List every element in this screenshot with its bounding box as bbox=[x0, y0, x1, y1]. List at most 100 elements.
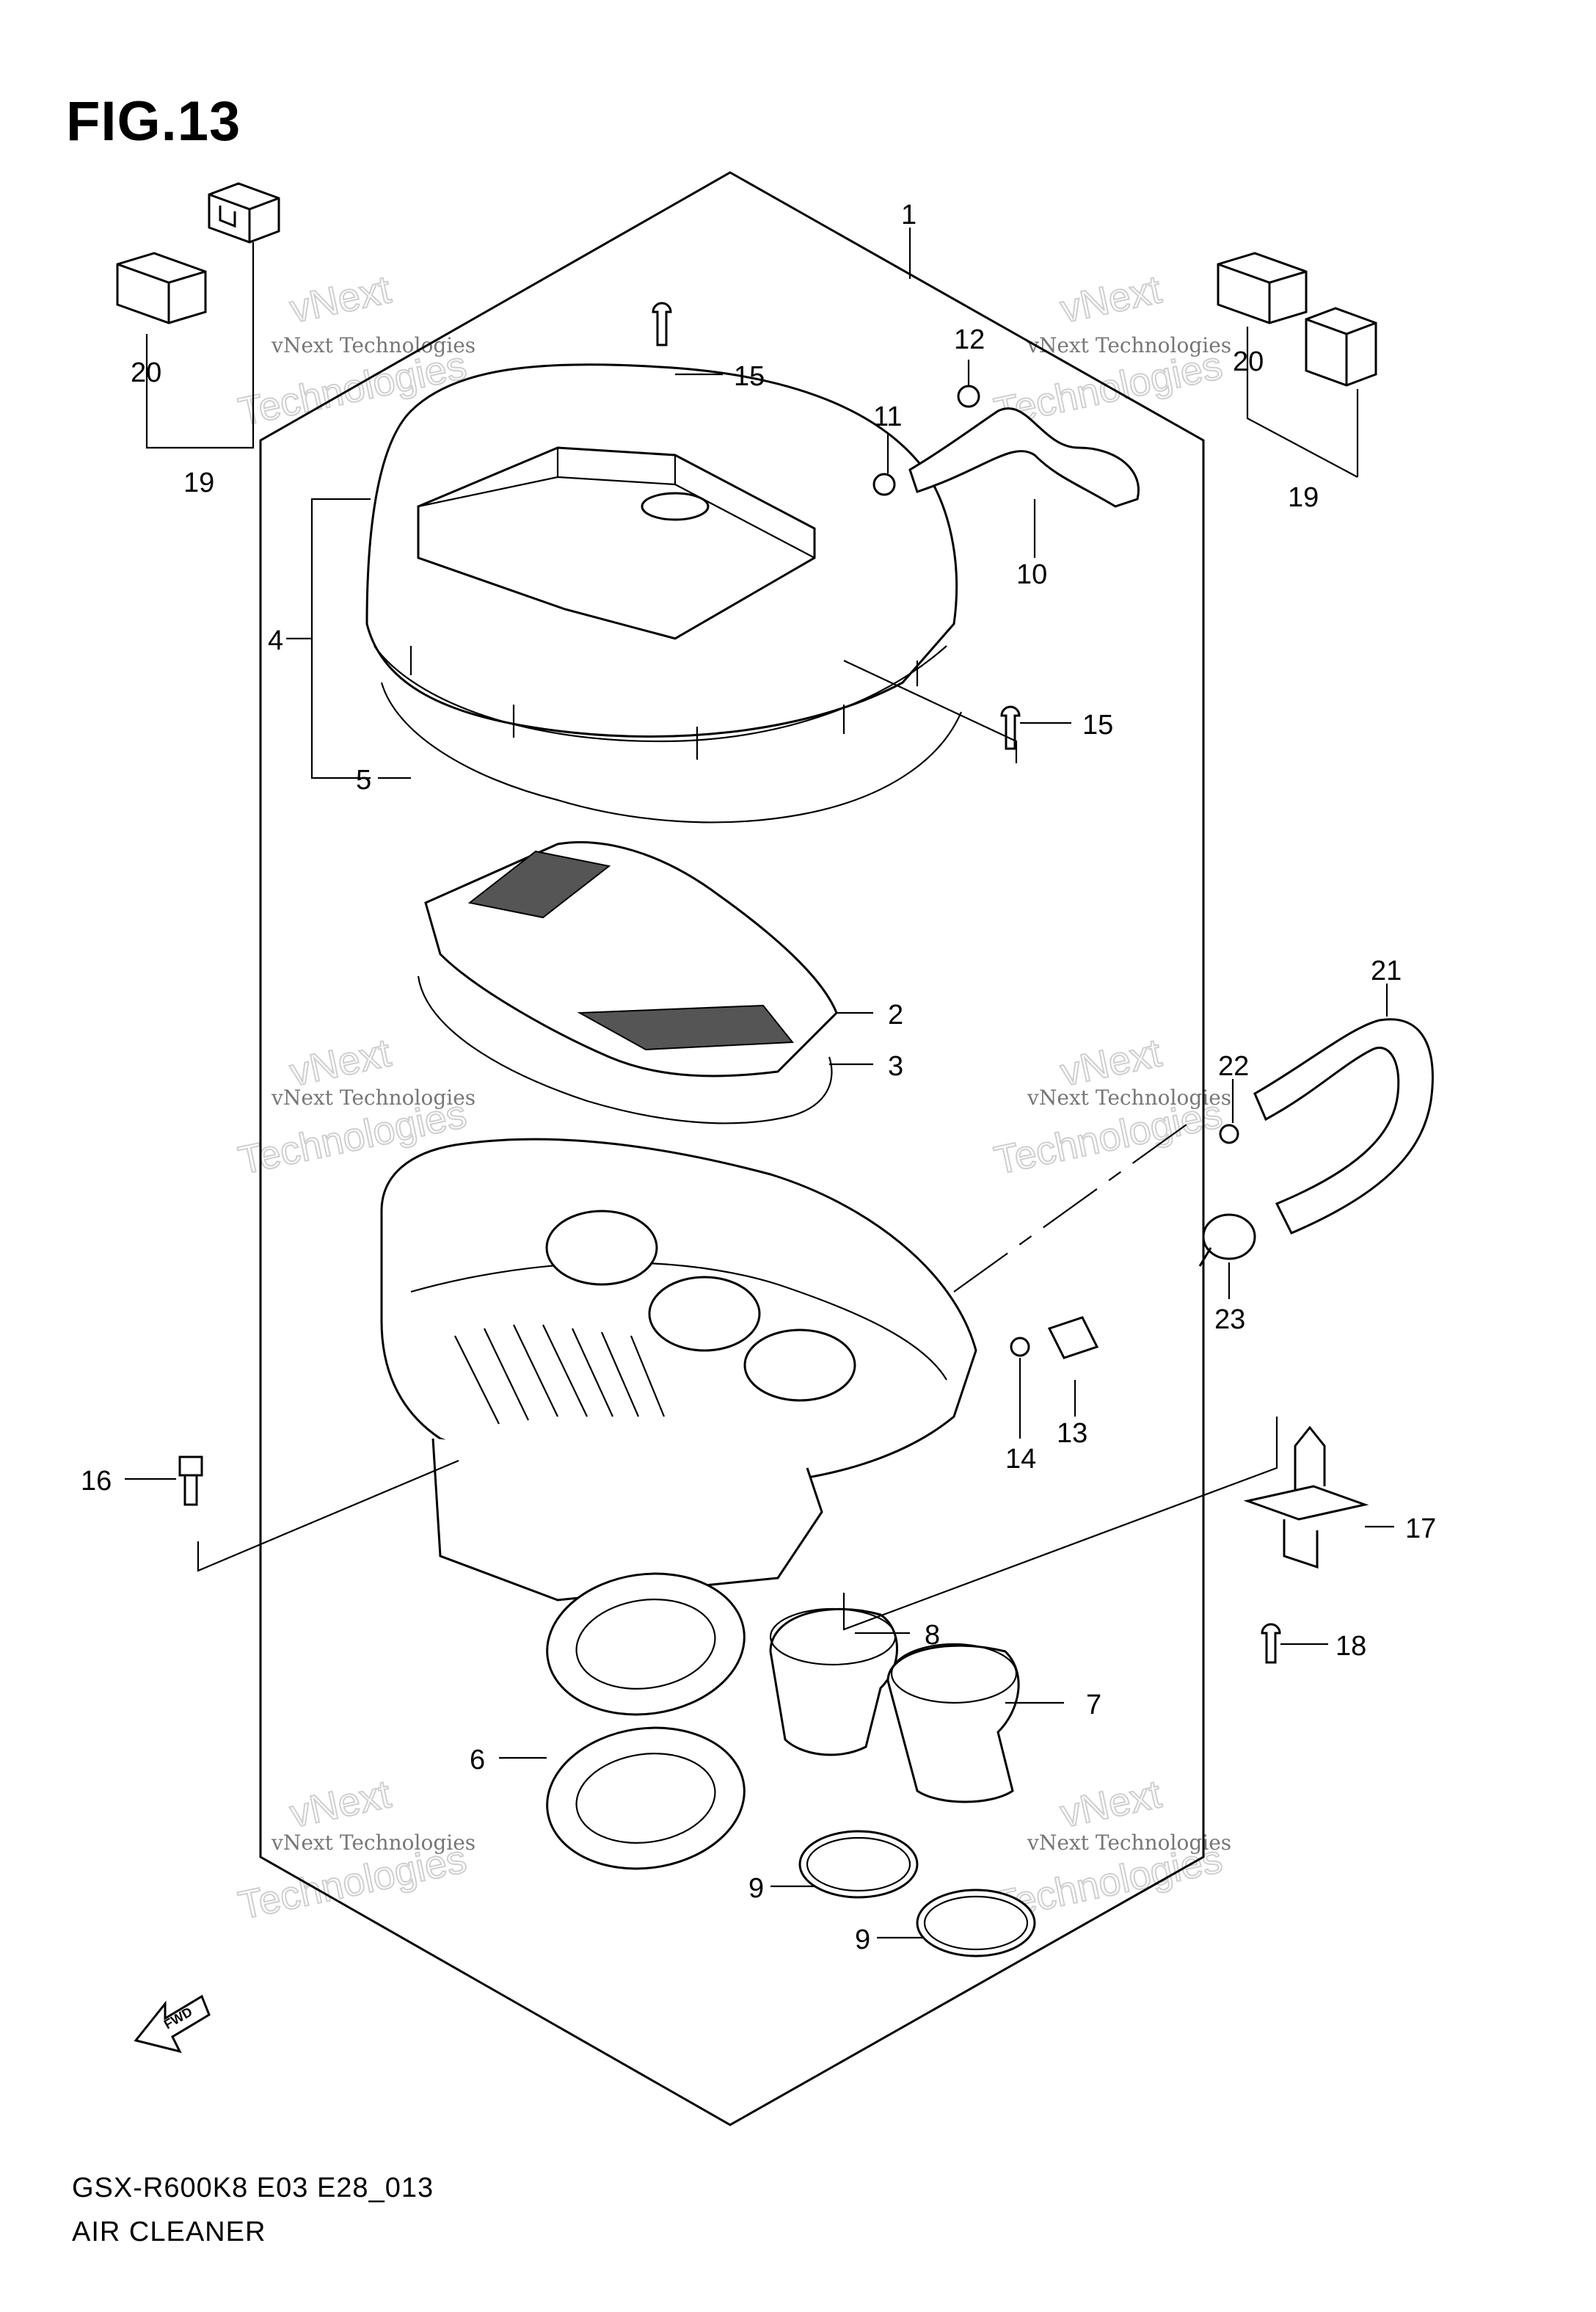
bolt-16 bbox=[178, 1455, 203, 1506]
callout-11: 11 bbox=[873, 401, 902, 432]
assembly-boundary-outline bbox=[259, 171, 1205, 2126]
lower-case-rim bbox=[410, 1262, 947, 1381]
upper-case-tabs bbox=[409, 646, 919, 760]
callout-6: 6 bbox=[470, 1745, 485, 1775]
upper-case-skirt bbox=[374, 645, 947, 743]
ring-lower-inner bbox=[575, 1753, 716, 1844]
upper-case-seal bbox=[380, 682, 963, 824]
callout-22: 22 bbox=[1218, 1051, 1249, 1082]
upper-case-part bbox=[365, 363, 958, 760]
clamp-band-2-inner bbox=[923, 1895, 1029, 1951]
callout-23: 23 bbox=[1214, 1304, 1245, 1335]
watermark-brand-short: vNext bbox=[286, 1772, 395, 1836]
callout-15-side: 15 bbox=[1082, 710, 1113, 741]
callout-numbers: 1 2 3 4 5 6 7 8 9 9 10 11 12 13 14 15 15… bbox=[81, 200, 1436, 1955]
callout-10: 10 bbox=[1016, 559, 1047, 590]
clamp-23 bbox=[1198, 1213, 1256, 1267]
callout-4: 4 bbox=[268, 625, 283, 656]
figure-assembly-name: AIR CLEANER bbox=[72, 2217, 266, 2247]
cap-13 bbox=[1047, 1316, 1099, 1359]
callout-21: 21 bbox=[1371, 956, 1402, 986]
watermark-bottom-right: vNext vNext Technologies Technologies bbox=[990, 1771, 1231, 1928]
callout-17: 17 bbox=[1405, 1513, 1436, 1544]
clamp-band-2 bbox=[916, 1889, 1036, 1957]
funnel-8-body bbox=[769, 1607, 898, 1756]
callout-1: 1 bbox=[901, 200, 917, 230]
funnel-7-body bbox=[886, 1644, 1020, 1803]
watermark-bottom-left: vNext vNext Technologies Technologies bbox=[234, 1771, 475, 1928]
sensor-17 bbox=[1243, 1425, 1369, 1569]
leader-19-left-b bbox=[202, 242, 255, 449]
screw-15-top bbox=[652, 302, 672, 346]
connector-set-left bbox=[116, 182, 280, 449]
filter-cushion bbox=[417, 975, 833, 1124]
lower-case-ribs bbox=[454, 1324, 666, 1425]
hose-clip-12 bbox=[957, 385, 980, 408]
funnel-part-8 bbox=[769, 1607, 898, 1756]
watermark-top-right: vNext vNext Technologies Technologies bbox=[990, 266, 1231, 435]
watermark-brand-line: vNext Technologies bbox=[1027, 333, 1231, 357]
lower-case-part bbox=[380, 1138, 977, 1602]
callout-19-right: 19 bbox=[1288, 482, 1319, 513]
watermark-mid-right: vNext vNext Technologies Technologies bbox=[990, 1030, 1231, 1183]
callout-5: 5 bbox=[356, 765, 371, 796]
forward-direction-arrow: FWD bbox=[134, 1994, 211, 2054]
filter-element-part bbox=[417, 841, 838, 1124]
clip-14 bbox=[1010, 1337, 1030, 1357]
clamp-band-1 bbox=[798, 1830, 919, 1899]
ring-lower bbox=[546, 1726, 746, 1870]
callout-9-upper: 9 bbox=[748, 1873, 764, 1904]
callout-13: 13 bbox=[1057, 1418, 1087, 1449]
figure-title: FIG.13 bbox=[66, 90, 241, 153]
leader-19-left bbox=[145, 334, 202, 449]
watermark-brand-line: vNext Technologies bbox=[1027, 1831, 1231, 1855]
connector-plug-icon bbox=[208, 182, 280, 244]
rubber-ring-part bbox=[546, 1572, 746, 1870]
intake-port-2 bbox=[648, 1276, 761, 1352]
upper-case-top-ridge bbox=[418, 448, 815, 559]
filter-mesh-upper bbox=[467, 850, 611, 919]
watermark-brand-line: vNext Technologies bbox=[271, 1831, 475, 1855]
callout-9-lower: 9 bbox=[855, 1924, 870, 1955]
callout-20-right: 20 bbox=[1233, 346, 1264, 377]
leader-19-right bbox=[1246, 327, 1358, 478]
callout-18: 18 bbox=[1336, 1631, 1366, 1662]
watermark-brand-short: vNext bbox=[1057, 1772, 1165, 1836]
callout-3: 3 bbox=[888, 1051, 903, 1082]
callout-2: 2 bbox=[888, 1000, 903, 1030]
hose-clip-11 bbox=[872, 473, 896, 496]
intake-port-1 bbox=[545, 1210, 658, 1286]
callout-7: 7 bbox=[1086, 1690, 1101, 1720]
figure-model-code: GSX-R600K8 E03 E28_013 bbox=[72, 2173, 434, 2203]
drain-hose-21 bbox=[1253, 1018, 1434, 1235]
connector-plug-icon bbox=[1305, 307, 1377, 387]
watermark-brand-line: vNext Technologies bbox=[1027, 1086, 1231, 1110]
upper-case-boss bbox=[641, 492, 710, 521]
connector-cap-icon bbox=[1217, 252, 1308, 324]
screw-15-side bbox=[1000, 705, 1021, 750]
funnel-8-mouth bbox=[769, 1607, 897, 1666]
fwd-arrow-icon bbox=[134, 1994, 211, 2054]
filter-mesh-lower bbox=[577, 1004, 795, 1051]
funnel-7-mouth bbox=[890, 1643, 1018, 1704]
callout-12: 12 bbox=[954, 324, 985, 355]
clamp-band-1-inner bbox=[806, 1836, 911, 1892]
leader-lines bbox=[125, 228, 1394, 1939]
callout-14: 14 bbox=[1005, 1444, 1036, 1475]
watermark-brand-line: vNext Technologies bbox=[271, 1086, 475, 1110]
clip-22 bbox=[1219, 1124, 1239, 1144]
callout-19-left: 19 bbox=[183, 468, 214, 498]
connector-set-right bbox=[1217, 252, 1377, 478]
callout-8: 8 bbox=[925, 1620, 940, 1651]
callout-20-left: 20 bbox=[131, 357, 161, 388]
funnel-part-7 bbox=[886, 1643, 1020, 1803]
intake-port-3 bbox=[743, 1328, 856, 1402]
watermark-brand-short: vNext bbox=[286, 267, 395, 331]
ring-upper-inner bbox=[575, 1599, 716, 1690]
callout-15-top: 15 bbox=[734, 361, 765, 392]
screw-18 bbox=[1261, 1623, 1281, 1664]
breather-hose-10 bbox=[908, 407, 1140, 508]
callout-16: 16 bbox=[81, 1466, 112, 1497]
watermark-brand-short: vNext bbox=[1057, 267, 1165, 331]
